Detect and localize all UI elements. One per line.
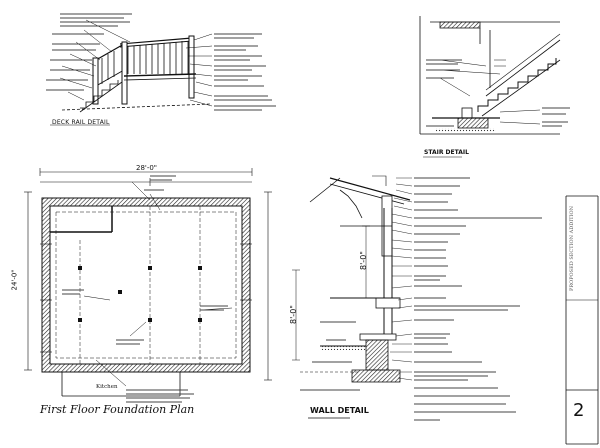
wall-detail-drawing <box>292 175 542 421</box>
stair-detail-drawing <box>419 16 570 158</box>
dimension-overall-depth: 24'-0" <box>10 269 19 291</box>
stair-detail-title: STAIR DETAIL <box>424 149 469 156</box>
deck-detail-drawing <box>46 13 276 126</box>
dimension-upper-wall-height: 8'-0" <box>358 251 368 270</box>
title-block-line-1: PROPOSED SECTION ADDITION <box>569 206 575 292</box>
dimension-overall-width: 28'-0" <box>136 164 158 172</box>
dimension-lower-wall-height: 8'-0" <box>288 305 298 324</box>
wall-detail-title: WALL DETAIL <box>310 406 369 415</box>
foundation-plan-drawing <box>24 168 272 403</box>
sheet-number: 2 <box>573 400 585 421</box>
foundation-plan-title: First Floor Foundation Plan <box>40 403 195 416</box>
room-label-kitchen: Kitchen <box>96 384 118 390</box>
deck-detail-title: DECK RAIL DETAIL <box>52 119 110 126</box>
title-block <box>565 195 599 445</box>
